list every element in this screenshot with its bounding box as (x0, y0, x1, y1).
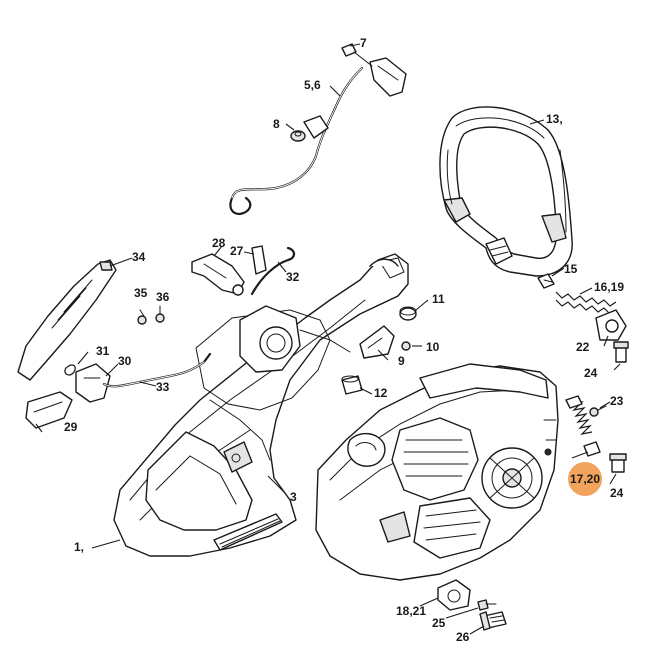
housing-part-1 (113, 253, 409, 557)
callout-7[interactable]: 7 (360, 36, 367, 50)
handlebar-part-13 (439, 106, 573, 277)
callout-36[interactable]: 36 (156, 290, 170, 304)
callout-9[interactable]: 9 (398, 354, 405, 368)
callout-24-bottom[interactable]: 24 (610, 486, 624, 500)
spring-part-16-19 (555, 291, 617, 315)
engine-housing (315, 363, 559, 581)
callout-28[interactable]: 28 (212, 236, 226, 250)
callout-13[interactable]: 13, (546, 112, 563, 126)
spring-part-31 (64, 364, 76, 376)
screw-part-25 (477, 599, 497, 611)
screw-part-10 (401, 341, 411, 351)
callout-11[interactable]: 11 (432, 292, 445, 306)
callout-32[interactable]: 32 (286, 270, 300, 284)
screw-part-7 (341, 43, 373, 67)
callout-33[interactable]: 33 (156, 380, 170, 394)
callout-15[interactable]: 15 (564, 262, 578, 276)
screw-part-26 (479, 611, 507, 631)
callout-10[interactable]: 10 (426, 340, 440, 354)
throttle-trigger-part-28 (191, 253, 245, 296)
wire-part-32 (250, 246, 296, 296)
buffer-part-18-21 (437, 579, 471, 611)
screw-part-15 (537, 273, 555, 289)
callout-16-19[interactable]: 16,19 (594, 280, 625, 294)
leader-lines (35, 43, 621, 635)
rod-part-33 (102, 352, 212, 388)
callout-29[interactable]: 29 (64, 420, 78, 434)
lever-part-29 (25, 391, 73, 429)
callout-5-6[interactable]: 5,6 (304, 78, 321, 92)
lever-part-30 (75, 363, 111, 403)
spring-part-17-20 (565, 395, 601, 457)
callout-12[interactable]: 12 (374, 386, 388, 400)
callout-25[interactable]: 25 (432, 616, 446, 630)
callout-17-20-highlighted[interactable]: 17,20 (568, 462, 602, 496)
plate-part-9 (359, 325, 395, 359)
screw-part-24-top (613, 341, 629, 363)
callout-23[interactable]: 23 (610, 394, 624, 408)
bushing-part-11 (399, 306, 417, 321)
callout-26[interactable]: 26 (456, 630, 470, 644)
callout-35[interactable]: 35 (134, 286, 148, 300)
callout-18-21[interactable]: 18,21 (396, 604, 427, 618)
callout-3[interactable]: 3 (290, 490, 297, 504)
screw-part-36 (155, 305, 165, 323)
cable-part-5-6 (229, 57, 407, 216)
nut-part-8 (290, 130, 306, 142)
bushing-part-12 (341, 375, 363, 395)
callout-1[interactable]: 1, (74, 540, 85, 554)
callout-27[interactable]: 27 (230, 244, 244, 258)
buffer-part-22 (595, 309, 627, 341)
callout-22[interactable]: 22 (576, 340, 590, 354)
cover-part-34 (17, 259, 117, 381)
callout-30[interactable]: 30 (118, 354, 132, 368)
callout-24-top[interactable]: 24 (584, 366, 598, 380)
callout-34[interactable]: 34 (132, 250, 146, 264)
callout-8[interactable]: 8 (273, 117, 280, 131)
callout-31[interactable]: 31 (96, 344, 110, 358)
screw-part-23 (589, 405, 607, 417)
spring-part-27 (251, 245, 267, 275)
screw-part-35 (137, 309, 147, 325)
screw-part-24-bottom (609, 453, 627, 473)
